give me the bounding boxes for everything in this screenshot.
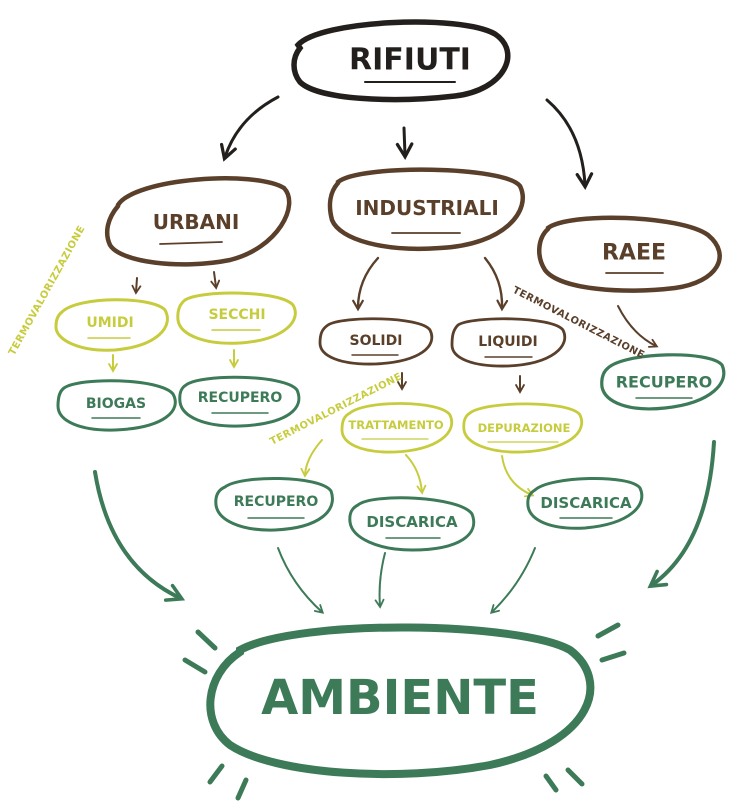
node-recupero-urbani: RECUPERO xyxy=(178,375,301,428)
node-recupero-urbani-outline xyxy=(178,375,301,428)
arrow-biogas-ambiente xyxy=(93,470,186,602)
node-urbani: URBANI xyxy=(105,176,292,267)
node-rifiuti-label: RIFIUTI xyxy=(349,43,471,78)
node-discarica-liquidi-outline xyxy=(526,476,644,530)
node-raee: RAEE xyxy=(537,215,722,293)
node-industriali-outline xyxy=(327,167,525,251)
node-recupero-raee-outline xyxy=(600,353,726,411)
node-biogas: BIOGAS xyxy=(56,379,177,432)
arrow-discarica-solidi-ambiente xyxy=(374,552,386,609)
node-discarica-liquidi-label: DISCARICA xyxy=(540,494,632,512)
node-industriali-label: INDUSTRIALI xyxy=(355,196,499,220)
node-depurazione-label: DEPURAZIONE xyxy=(478,421,571,435)
node-discarica-liquidi: DISCARICA xyxy=(526,476,644,530)
node-umidi: UMIDI xyxy=(54,298,169,352)
node-liquidi-outline xyxy=(450,317,566,368)
arrow-trattamento-recupero xyxy=(300,439,323,478)
node-industriali: INDUSTRIALI xyxy=(327,167,525,251)
node-rifiuti-outline xyxy=(291,19,511,103)
node-discarica-solidi: DISCARICA xyxy=(348,496,476,552)
arrow-industriali-solidi xyxy=(352,256,380,312)
node-raee-label: RAEE xyxy=(602,241,666,266)
node-recupero-raee-label: RECUPERO xyxy=(616,373,713,392)
node-umidi-outline xyxy=(54,298,169,352)
arrow-industriali-liquidi xyxy=(483,256,509,312)
node-urbani-label: URBANI xyxy=(153,210,240,234)
node-liquidi-label: LIQUIDI xyxy=(478,334,537,350)
node-recupero-solidi: RECUPERO xyxy=(214,476,334,532)
node-trattamento: TRATTAMENTO xyxy=(340,402,453,454)
node-discarica-solidi-outline xyxy=(348,496,476,552)
node-ambiente-label: AMBIENTE xyxy=(261,670,539,726)
node-raee-outline xyxy=(537,215,722,293)
node-depurazione-outline xyxy=(462,402,583,454)
node-biogas-label: BIOGAS xyxy=(86,396,146,412)
annotation-termovalorizzazione-urbani: TERMOVALORIZZAZIONE xyxy=(7,224,88,358)
node-recupero-solidi-label: RECUPERO xyxy=(234,494,319,510)
arrow-recupero-solidi-ambiente xyxy=(277,547,325,614)
arrow-depurazione-discarica xyxy=(501,455,535,498)
node-secchi: SECCHI xyxy=(176,291,297,345)
node-trattamento-outline xyxy=(340,402,453,454)
node-urbani-outline xyxy=(105,176,292,267)
arrow-discarica-liquidi-ambiente xyxy=(489,547,536,614)
arrow-recupero-raee-ambiente xyxy=(647,440,716,589)
node-solidi: SOLIDI xyxy=(318,317,434,366)
arrow-rifiuti-industriali xyxy=(395,126,414,161)
node-trattamento-label: TRATTAMENTO xyxy=(348,418,443,432)
annotation-termovalorizzazione-trattamento: TERMOVALORIZZAZIONE xyxy=(268,371,404,447)
node-recupero-raee: RECUPERO xyxy=(600,353,726,411)
arrow-rifiuti-raee xyxy=(545,98,594,191)
node-ambiente-outline xyxy=(206,623,595,779)
node-depurazione: DEPURAZIONE xyxy=(462,402,583,454)
arrow-trattamento-discarica xyxy=(405,454,427,495)
node-rifiuti: RIFIUTI xyxy=(291,19,511,103)
node-ambiente: AMBIENTE xyxy=(182,622,627,801)
node-recupero-solidi-outline xyxy=(214,476,334,532)
connectors xyxy=(93,95,716,614)
node-solidi-outline xyxy=(318,317,434,366)
node-recupero-urbani-label: RECUPERO xyxy=(198,390,283,406)
arrow-rifiuti-urbani xyxy=(219,95,280,162)
node-liquidi: LIQUIDI xyxy=(450,317,566,368)
node-solidi-label: SOLIDI xyxy=(350,333,403,349)
node-biogas-outline xyxy=(56,379,177,432)
node-discarica-solidi-label: DISCARICA xyxy=(366,513,458,531)
ambiente-emphasis-marks xyxy=(182,622,627,801)
arrow-urbani-secchi xyxy=(210,271,221,290)
node-secchi-label: SECCHI xyxy=(208,307,265,323)
arrow-raee-recupero xyxy=(617,305,659,348)
node-umidi-label: UMIDI xyxy=(86,315,133,331)
node-secchi-outline xyxy=(176,291,297,345)
arrow-urbani-umidi xyxy=(131,277,142,295)
